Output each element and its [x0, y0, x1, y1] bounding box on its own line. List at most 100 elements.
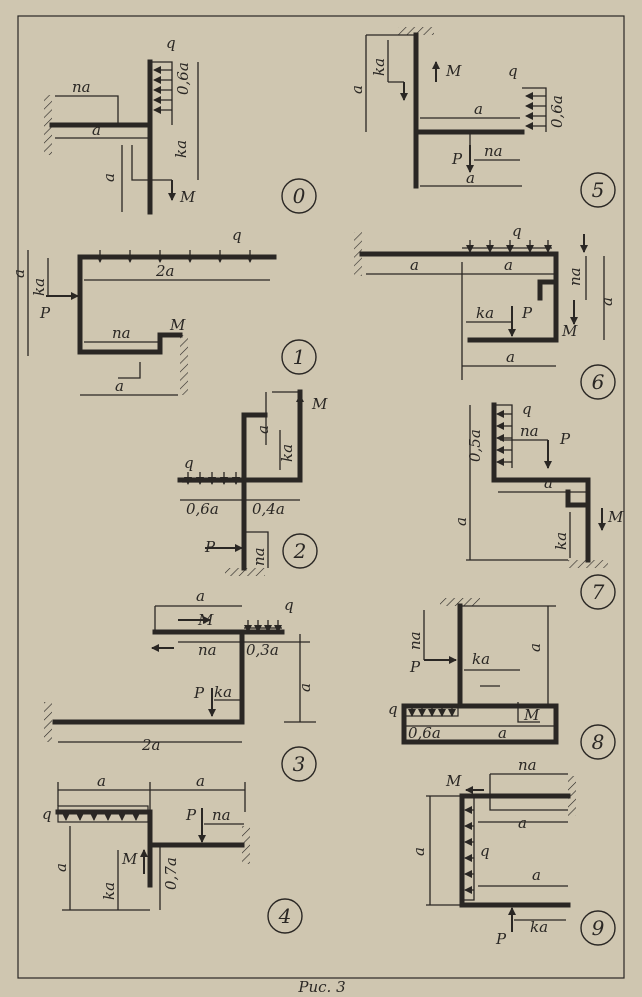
label-a-h-7: a	[544, 474, 553, 492]
dim-a-v-5	[365, 34, 414, 132]
load-arrows-6	[462, 240, 552, 253]
label-na-8: na	[406, 631, 424, 650]
label-a-h-0: a	[92, 121, 101, 139]
scheme-number-6: 6	[592, 370, 605, 394]
load-arrows-1	[85, 250, 270, 263]
scheme-number-circle-9	[580, 910, 616, 946]
dim-ka-5	[387, 40, 404, 83]
label-ka-0: ka	[172, 140, 190, 158]
label-p-3: P	[193, 684, 205, 702]
label-q-4: q	[42, 805, 52, 823]
dim-top-4	[57, 782, 246, 812]
scheme-number-3: 3	[293, 752, 306, 776]
frame-6	[359, 251, 559, 343]
label-ka-2: ka	[278, 444, 296, 462]
label-na-2: na	[250, 547, 268, 566]
figure-caption: Рис. 3	[297, 978, 345, 996]
label-q-7: q	[522, 400, 532, 418]
label-q-3: q	[284, 596, 294, 614]
label-a-b-5: a	[466, 169, 475, 187]
label-a-h-1: a	[115, 377, 124, 395]
scheme-8: na P ka a q M 0,6a a 8	[388, 598, 616, 760]
ground-support-2	[225, 568, 265, 576]
label-p-8: P	[409, 658, 421, 676]
label-a2-4: a	[196, 772, 205, 790]
label-na-1: na	[112, 324, 131, 342]
label-a-h-5: a	[474, 100, 483, 118]
scheme-number-0: 0	[293, 184, 306, 208]
label-p-9: P	[495, 930, 507, 948]
label-ka-1: ka	[30, 278, 48, 296]
label-a-v-4: a	[52, 863, 70, 872]
frame-5	[413, 32, 525, 189]
scheme-number-circle-8	[580, 724, 616, 760]
label-a2-6: a	[504, 256, 513, 274]
scheme-3: a q M na 0,3a a P ka 2a 3	[44, 587, 317, 782]
label-a-v-7: a	[452, 517, 470, 526]
label-03-3: 0,3a	[246, 641, 279, 659]
load-arrows-7	[496, 410, 512, 466]
dim-a-v-9	[426, 795, 460, 906]
label-q-8: q	[388, 700, 398, 718]
label-m-1: M	[169, 316, 186, 334]
label-q-5: q	[508, 62, 518, 80]
ceiling-support-5	[398, 27, 434, 35]
label-m-5: M	[445, 62, 462, 80]
wall-support-4	[242, 826, 250, 864]
label-a-top-3: a	[196, 587, 205, 605]
frame-7	[491, 402, 591, 563]
dim-na-2	[246, 531, 269, 568]
load-arrows-4	[62, 810, 140, 821]
label-q-1: q	[232, 226, 242, 244]
scheme-number-2: 2	[293, 539, 307, 563]
label-2a-3: 2a	[141, 736, 161, 754]
label-na-5: na	[484, 142, 503, 160]
wall-support-9	[568, 776, 576, 816]
label-a-b-6: a	[506, 348, 515, 366]
label-q-6: q	[512, 222, 522, 240]
wall-support-1	[180, 335, 188, 395]
load-arrows-0	[153, 66, 172, 114]
label-ka-4: ka	[100, 882, 118, 900]
scheme-number-8: 8	[592, 730, 605, 754]
wall-support-3	[44, 702, 52, 742]
wall-support-0	[44, 95, 52, 155]
scheme-number-circle-4	[267, 898, 303, 934]
label-p-5: P	[451, 150, 463, 168]
scheme-number-9: 9	[592, 916, 605, 940]
dim-a-top-3	[154, 605, 242, 632]
load-outline-0	[150, 61, 173, 125]
label-ka-7: ka	[552, 532, 570, 550]
load-arrows-2	[182, 472, 242, 485]
label-a1-9: a	[518, 814, 527, 832]
label-m-6: M	[561, 322, 578, 340]
dim-na-0	[55, 95, 119, 124]
dim-a-v-3	[284, 634, 316, 723]
dim-a-v-0	[121, 145, 172, 212]
label-a-v-1: a	[10, 269, 28, 278]
label-07-4: 0,7a	[162, 857, 180, 890]
label-a2-9: a	[532, 866, 541, 884]
scheme-number-1: 1	[293, 345, 306, 369]
scheme-number-circle-7	[580, 574, 616, 610]
label-a-v-2: a	[254, 425, 272, 434]
label-04-2: 0,4a	[252, 500, 285, 518]
dim-a-v-7	[466, 405, 568, 561]
label-p-2: P	[204, 538, 216, 556]
frame-0	[49, 59, 153, 215]
ceiling-support-8	[440, 598, 480, 606]
label-na-0: na	[72, 78, 91, 96]
load-arrows-3	[244, 620, 282, 633]
label-p-4: P	[185, 806, 197, 824]
label-a1-6: a	[410, 256, 419, 274]
load-outline-9	[462, 795, 475, 901]
scheme-number-circle-1	[281, 339, 317, 375]
dim-a-1	[80, 362, 178, 396]
label-p-1: P	[39, 304, 51, 322]
label-load-5: 0,6a	[548, 95, 566, 128]
scheme-1: q a ka 2a P na M a 1	[10, 226, 317, 396]
scheme-7: q 0,5a na P a a M ka 7	[452, 400, 624, 610]
dim-left-8	[423, 605, 556, 706]
label-ka-5: ka	[370, 58, 388, 76]
label-a1-4: a	[97, 772, 106, 790]
